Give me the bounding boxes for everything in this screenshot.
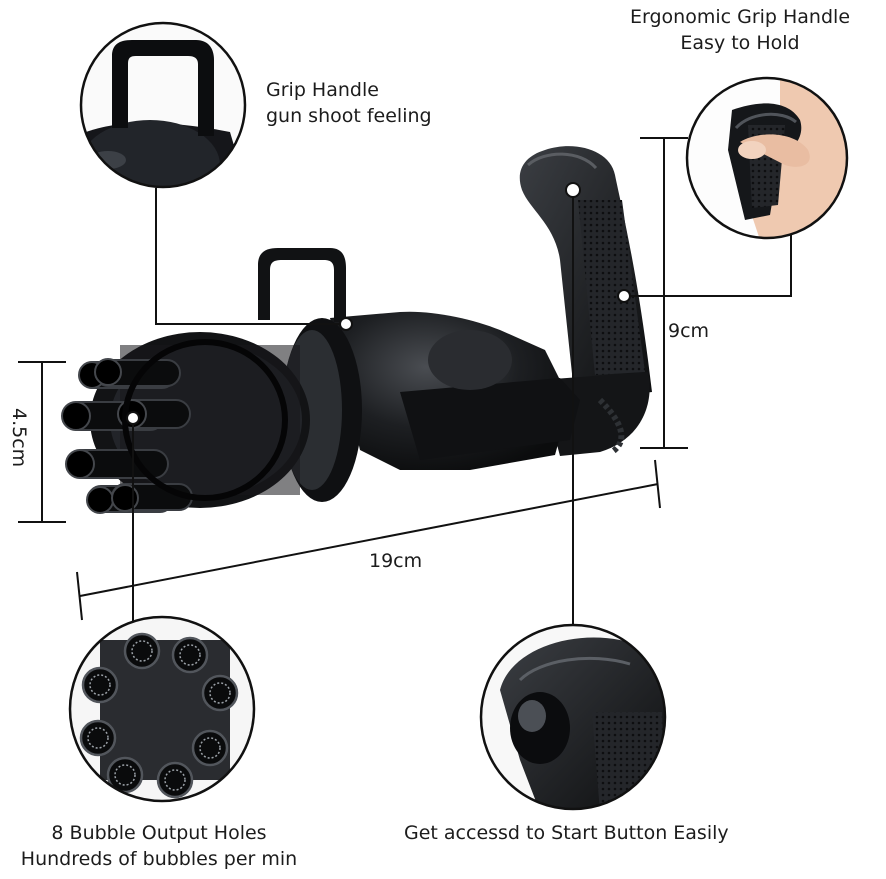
detail-circle-grip-handle	[79, 21, 247, 189]
callout-start-title: Get accessd to Start Button Easily	[404, 822, 729, 844]
leader-lines	[126, 182, 792, 624]
dimension-barrel-label: 4.5cm	[8, 408, 30, 468]
dimension-height-label: 9cm	[668, 320, 710, 342]
callout-start-button: Get accessd to Start Button Easily	[404, 820, 729, 846]
callout-holes-subtitle: Hundreds of bubbles per min	[20, 848, 298, 870]
detail-circle-ergonomic-grip	[685, 76, 849, 240]
bubble-gun-body	[61, 146, 652, 514]
dimension-lines	[18, 137, 688, 621]
callout-grip-handle: Grip Handle gun shoot feeling	[266, 77, 432, 129]
callout-bubble-holes: 8 Bubble Output Holes Hundreds of bubble…	[2, 820, 316, 872]
detail-circle-bubble-holes	[68, 615, 256, 803]
callout-ergonomic-title: Ergonomic Grip Handle	[629, 6, 851, 28]
callout-grip-subtitle: gun shoot feeling	[266, 105, 432, 127]
callout-grip-title: Grip Handle	[266, 79, 379, 101]
dimension-length-label: 19cm	[369, 550, 423, 572]
callout-ergonomic-subtitle: Easy to Hold	[680, 32, 800, 54]
callout-ergonomic-grip: Ergonomic Grip Handle Easy to Hold	[612, 4, 868, 56]
detail-circle-start-button	[479, 623, 667, 811]
callout-holes-title: 8 Bubble Output Holes	[51, 822, 267, 844]
